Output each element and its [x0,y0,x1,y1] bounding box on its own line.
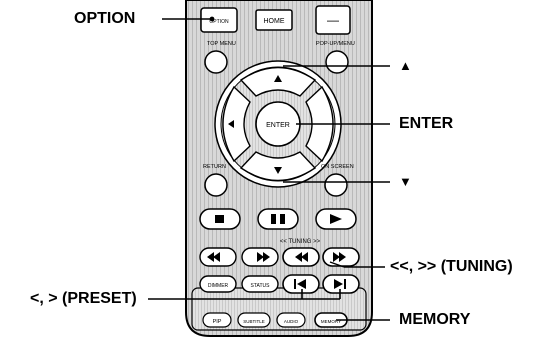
top-menu-key[interactable] [204,50,228,74]
status-key[interactable]: STATUS [241,275,279,293]
dimmer-key-label: DIMMER [208,283,229,289]
popup-menu-key[interactable] [325,50,349,74]
leader-option-dot [209,16,215,22]
audio-key[interactable]: AUDIO [276,312,306,328]
tuning-label: << TUNING >> [280,239,321,245]
subtitle-key[interactable]: SUBTITLE [237,312,271,328]
minus-key[interactable]: — [315,5,351,35]
preset-down-key[interactable] [282,274,320,294]
on-screen-label: ON SCREEN [321,164,354,170]
up-arrow-icon [274,75,282,82]
tuning-down-key[interactable] [282,247,320,267]
return-label: RETURN [203,164,226,170]
audio-key-label: AUDIO [284,319,299,324]
tuning-callout: <<, >> (TUNING) [390,258,513,275]
play-key[interactable] [315,208,357,230]
tuning-up-key[interactable] [322,247,360,267]
skip-forward-key[interactable] [241,247,279,267]
down-arrow-icon [274,167,282,174]
pause-key[interactable] [257,208,299,230]
subtitle-key-label: SUBTITLE [243,319,265,324]
return-key[interactable] [204,173,228,197]
popup-menu-label: POP-UP/MENU [316,41,355,47]
on-screen-key[interactable] [324,173,348,197]
preset-up-key[interactable] [322,274,360,294]
dpad-down-key[interactable] [239,151,317,182]
leader-tuning-branch [329,261,345,268]
option-key[interactable]: OPTION [200,7,238,33]
option-key-label: OPTION [209,19,229,25]
leader-lines [148,16,390,321]
skip-back-key[interactable] [199,247,237,267]
home-key[interactable]: HOME [255,9,293,31]
dpad-left-key[interactable] [222,85,251,163]
memory-key-label: MEMORY [321,319,341,324]
pip-key-label: PIP [213,319,222,325]
enter-key-label: ENTER [266,122,290,129]
minus-key-label: — [327,13,339,27]
home-key-label: HOME [264,18,285,25]
down-arrow-callout: ▼ [399,174,412,189]
dimmer-key[interactable]: DIMMER [199,275,237,293]
option-callout: OPTION [74,10,136,27]
status-key-label: STATUS [251,283,271,289]
left-arrow-icon [228,120,234,128]
top-menu-label: TOP MENU [207,41,236,47]
pip-key[interactable]: PIP [202,312,232,328]
memory-callout: MEMORY [399,311,471,328]
stop-key[interactable] [199,208,241,230]
up-arrow-callout: ▲ [399,58,412,73]
preset-callout: <, > (PRESET) [30,290,137,307]
enter-callout: ENTER [399,115,454,132]
